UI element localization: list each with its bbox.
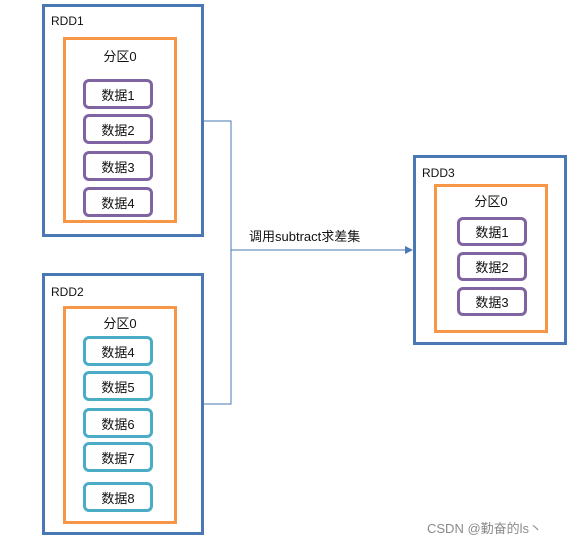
rdd3-partition-label: 分区0 bbox=[474, 194, 508, 209]
subtract-operation-label: 调用subtract求差集 bbox=[249, 229, 361, 244]
rdd1-connector bbox=[203, 120, 232, 405]
rdd3-data-item: 数据1 bbox=[457, 217, 527, 246]
rdd1-partition: 分区0 数据1 数据2 数据3 数据4 bbox=[63, 37, 177, 223]
rdd1-partition-label: 分区0 bbox=[103, 49, 137, 64]
rdd2-data-item: 数据6 bbox=[83, 408, 153, 438]
rdd1-data-item: 数据4 bbox=[83, 187, 153, 217]
rdd1-data-item: 数据2 bbox=[83, 114, 153, 144]
rdd2-data-item: 数据8 bbox=[83, 482, 153, 512]
watermark: CSDN @勤奋的ls丶 bbox=[427, 521, 543, 536]
rdd3-partition: 分区0 数据1 数据2 数据3 bbox=[434, 184, 548, 333]
rdd1-box: RDD1 分区0 数据1 数据2 数据3 数据4 bbox=[42, 4, 204, 237]
rdd3-data-item: 数据2 bbox=[457, 252, 527, 281]
rdd3-label: RDD3 bbox=[422, 166, 455, 180]
rdd3-data-item: 数据3 bbox=[457, 287, 527, 316]
rdd2-data-item: 数据4 bbox=[83, 336, 153, 366]
rdd2-data-item: 数据5 bbox=[83, 371, 153, 401]
rdd2-partition-label: 分区0 bbox=[103, 316, 137, 331]
rdd2-partition: 分区0 数据4 数据5 数据6 数据7 数据8 bbox=[63, 306, 177, 524]
rdd2-label: RDD2 bbox=[51, 285, 84, 299]
rdd1-label: RDD1 bbox=[51, 14, 84, 28]
rdd2-box: RDD2 分区0 数据4 数据5 数据6 数据7 数据8 bbox=[42, 273, 204, 535]
rdd1-data-item: 数据1 bbox=[83, 79, 153, 109]
rdd2-data-item: 数据7 bbox=[83, 442, 153, 472]
rdd1-data-item: 数据3 bbox=[83, 151, 153, 181]
rdd3-box: RDD3 分区0 数据1 数据2 数据3 bbox=[413, 155, 567, 345]
